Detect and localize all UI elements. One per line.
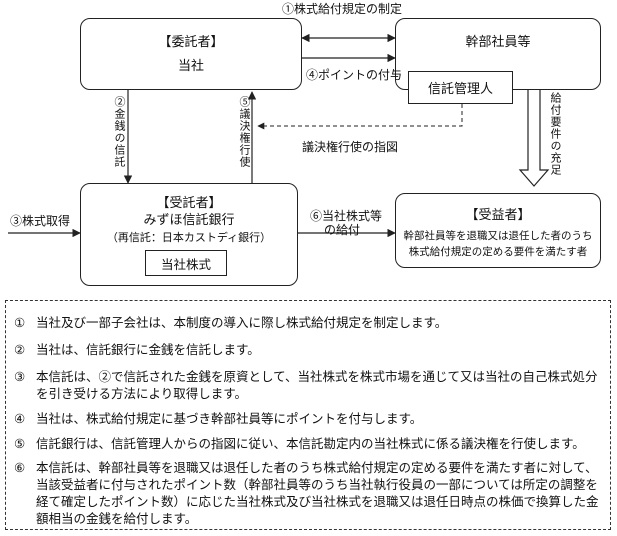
label-voting: ⑤議決権行使 — [238, 96, 251, 168]
beneficiary-box: 【受益者】 幹部社員等を退職又は退任した者のうち 株式給付規定の定める要件を満た… — [395, 193, 601, 268]
note-text: 本信託は、②で信託された金銭を原資として、当社株式を株式市場を通じて又は当社の自… — [36, 369, 598, 401]
company-stock-label: 当社株式 — [160, 256, 211, 272]
notes-box: ① 当社及び一部子会社は、本制度の導入に際し株式給付規定を制定します。 ② 当社… — [5, 300, 611, 530]
beneficiary-title: 【受益者】 — [465, 208, 531, 223]
label-acquisition: ③株式取得 — [10, 214, 71, 228]
trustee-box: 【受託者】 みずほ信託銀行 （再信託：日本カストディ銀行） 当社株式 — [80, 183, 298, 286]
label-delivery-1: ⑥当社株式等 — [310, 209, 383, 223]
note-3: ③ 本信託は、②で信託された金銭を原資として、当社株式を株式市場を通じて又は当社… — [14, 368, 606, 402]
trustor-title: 【委託者】 — [158, 35, 224, 50]
note-number: ⑤ — [14, 436, 26, 451]
note-2: ② 当社は、信託銀行に金銭を信託します。 — [14, 341, 606, 358]
note-6: ⑥ 本信託は、幹部社員等を退職又は退任した者のうち株式給付規定の定める要件を満た… — [14, 459, 606, 527]
label-points: ④ポイントの付与 — [306, 68, 403, 82]
trustor-name: 当社 — [177, 59, 204, 74]
note-number: ② — [14, 342, 26, 357]
note-number: ④ — [14, 411, 26, 426]
note-number: ① — [14, 315, 26, 330]
trustee-sub: （再信託：日本カストディ銀行） — [106, 231, 272, 244]
note-text: 当社及び一部子会社は、本制度の導入に際し株式給付規定を制定します。 — [36, 315, 448, 330]
arrow-requirement-fulfilled — [518, 87, 550, 187]
executives-name: 幹部社員等 — [465, 35, 531, 50]
note-4: ④ 当社は、株式給付規定に基づき幹部社員等にポイントを付与します。 — [14, 410, 606, 427]
beneficiary-line1: 幹部社員等を退職又は退任した者のうち — [403, 230, 593, 242]
note-number: ③ — [14, 369, 26, 384]
label-requirement-fulfilled: 給付要件の充足 — [549, 92, 562, 176]
arrow-voting-instruction — [257, 104, 463, 130]
trustee-name: みずほ信託銀行 — [143, 213, 235, 228]
note-text: 本信託は、幹部社員等を退職又は退任した者のうち株式給付規定の定める要件を満たす者… — [36, 460, 599, 526]
trustor-box: 【委託者】 当社 — [80, 18, 302, 90]
note-text: 当社は、信託銀行に金銭を信託します。 — [36, 342, 260, 357]
label-rule-establishment: ①株式給付規定の制定 — [282, 2, 403, 16]
note-5: ⑤ 信託銀行は、信託管理人からの指図に従い、本信託勘定内の当社株式に係る議決権を… — [14, 435, 606, 452]
label-delivery-2: の給付 — [324, 223, 361, 237]
beneficiary-line2: 株式給付規定の定める要件を満たす者 — [408, 246, 588, 258]
note-text: 当社は、株式給付規定に基づき幹部社員等にポイントを付与します。 — [36, 411, 423, 426]
note-number: ⑥ — [14, 460, 26, 475]
label-money-trust: ②金銭の信託 — [113, 96, 126, 168]
trust-manager-box: 信託管理人 — [408, 71, 513, 104]
note-1: ① 当社及び一部子会社は、本制度の導入に際し株式給付規定を制定します。 — [14, 314, 606, 331]
note-text: 信託銀行は、信託管理人からの指図に従い、本信託勘定内の当社株式に係る議決権を行使… — [36, 436, 585, 451]
trust-manager-label: 信託管理人 — [427, 82, 493, 97]
company-stock-box: 当社株式 — [145, 250, 227, 276]
arrows-layer — [8, 33, 550, 238]
trustee-title: 【受託者】 — [156, 196, 222, 211]
label-voting-instruction: 議決権行使の指図 — [302, 140, 399, 154]
